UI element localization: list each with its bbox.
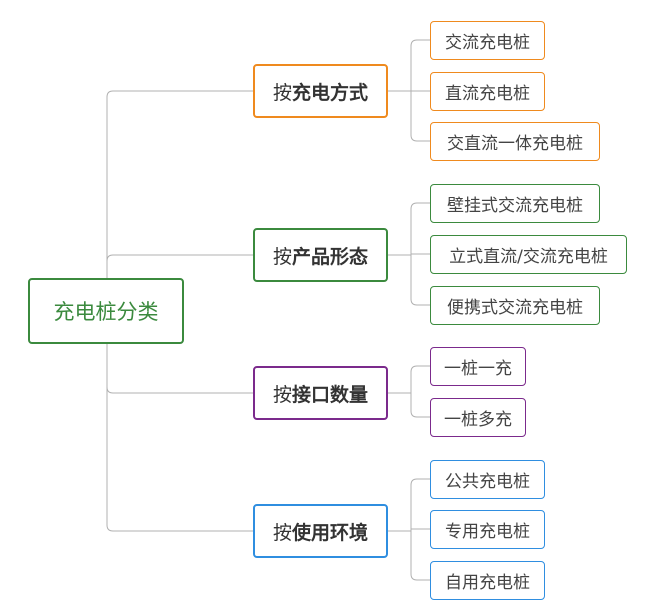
branch-interface-count[interactable]: 按接口数量: [253, 366, 388, 420]
root-node[interactable]: 充电桩分类: [28, 278, 184, 344]
branch-prefix: 按: [272, 245, 292, 268]
leaf-label: 立式直流/交流充电桩: [449, 247, 608, 267]
root-to-branch-line: [106, 254, 253, 262]
leaf-dc-charger[interactable]: 直流充电桩: [430, 72, 545, 111]
branch-label: 产品形态: [292, 245, 369, 268]
root-to-branch-line: [106, 90, 253, 98]
leaf-label: 交直流一体充电桩: [447, 134, 583, 154]
leaf-one-pile-one-charge[interactable]: 一桩一充: [430, 347, 526, 386]
branch-label: 充电方式: [292, 81, 369, 104]
leaf-label: 一桩一充: [444, 359, 512, 379]
root-label: 充电桩分类: [53, 300, 159, 324]
leaf-connector-line: [410, 202, 430, 210]
leaf-dedicated-charger[interactable]: 专用充电桩: [430, 510, 545, 549]
leaf-connector-line: [410, 573, 430, 581]
leaf-standing-dc-ac-charger[interactable]: 立式直流/交流充电桩: [430, 235, 627, 274]
leaf-label: 壁挂式交流充电桩: [447, 196, 583, 216]
branch-prefix: 按: [272, 81, 292, 104]
branch-label: 接口数量: [292, 383, 369, 406]
branch-label: 使用环境: [292, 521, 369, 544]
root-to-branch-line: [106, 524, 253, 532]
leaf-label: 便携式交流充电桩: [447, 298, 583, 318]
branch-prefix: 按: [272, 383, 292, 406]
leaf-connector-line: [410, 134, 430, 142]
leaf-label: 交流充电桩: [445, 33, 530, 53]
leaf-connector-line: [410, 298, 430, 306]
leaf-connector-line: [410, 478, 430, 486]
leaf-connector-line: [410, 410, 430, 418]
leaf-label: 自用充电桩: [445, 573, 530, 593]
leaf-private-charger[interactable]: 自用充电桩: [430, 561, 545, 600]
leaf-portable-ac-charger[interactable]: 便携式交流充电桩: [430, 286, 600, 325]
branch-usage-environment[interactable]: 按使用环境: [253, 504, 388, 558]
leaf-public-charger[interactable]: 公共充电桩: [430, 460, 545, 499]
leaf-ac-dc-integrated-charger[interactable]: 交直流一体充电桩: [430, 122, 600, 161]
root-to-branch-line: [106, 386, 253, 394]
branch-charging-method[interactable]: 按充电方式: [253, 64, 388, 118]
branch-prefix: 按: [272, 521, 292, 544]
leaf-one-pile-multi-charge[interactable]: 一桩多充: [430, 398, 526, 437]
leaf-label: 公共充电桩: [445, 472, 530, 492]
leaf-connector-line: [410, 39, 430, 47]
leaf-ac-charger[interactable]: 交流充电桩: [430, 21, 545, 60]
leaf-label: 专用充电桩: [445, 522, 530, 542]
leaf-wall-mounted-ac-charger[interactable]: 壁挂式交流充电桩: [430, 184, 600, 223]
branch-product-form[interactable]: 按产品形态: [253, 228, 388, 282]
leaf-label: 直流充电桩: [445, 84, 530, 104]
leaf-label: 一桩多充: [444, 410, 512, 430]
leaf-connector-line: [410, 365, 430, 373]
